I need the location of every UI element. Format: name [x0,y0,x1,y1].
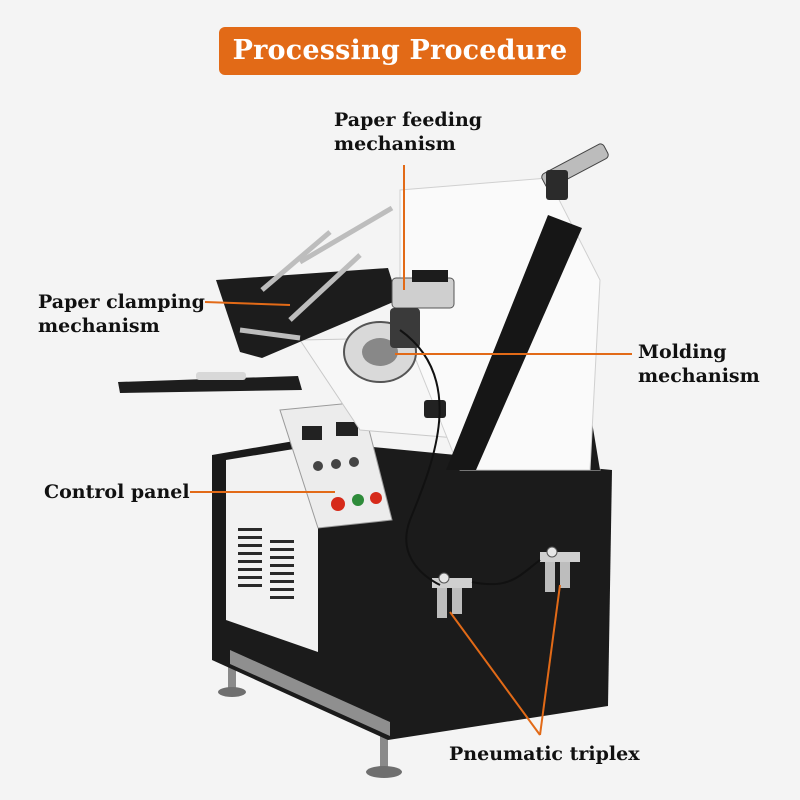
side-table [118,376,302,393]
diagonal-arm [446,215,582,470]
leg-left-front [228,650,236,690]
leader-pneumatic-right [539,584,561,736]
label-paper-clamping: Paper clamping mechanism [38,290,205,338]
triplex-left [432,572,472,618]
label-molding-line1: Molding [638,341,727,363]
triplex-right [540,546,580,592]
feeding-head [412,270,448,282]
label-paper-feeding: Paper feeding mechanism [334,108,482,156]
panel-knob-2 [331,459,341,469]
title-banner: Processing Procedure [219,27,581,75]
label-paper-feeding-line1: Paper feeding [334,109,483,131]
label-paper-clamping-line1: Paper clamping [38,291,205,313]
panel-knob-1 [313,461,323,471]
label-molding: Molding mechanism [638,340,760,388]
foot-center [366,766,402,778]
panel-button-reset [370,492,382,504]
molding-cylinder [390,308,420,348]
valve-block [424,400,446,418]
door-vents [238,528,294,599]
air-hose-2 [471,559,541,586]
molding-hub [362,338,398,366]
label-pneumatic-triplex: Pneumatic triplex [449,743,640,765]
sensor-mount [546,170,568,200]
base-rail [230,650,390,736]
clamping-tray [216,268,398,358]
air-hose-1 [399,329,441,586]
leader-lines [190,165,632,736]
panel-display-2 [336,422,358,436]
clamping-rails [239,205,394,341]
panel-display-1 [302,426,322,440]
panel-button-start [352,494,364,506]
label-molding-line2: mechanism [638,365,760,387]
leg-center [380,730,388,770]
feeding-block [391,277,455,309]
paper-stack [196,372,246,380]
label-control-panel: Control panel [44,481,190,503]
leader-clamping [204,301,291,306]
panel-button-stop [331,497,345,511]
label-paper-clamping-line2: mechanism [38,315,160,337]
panel-knob-3 [349,457,359,467]
label-paper-feeding-line2: mechanism [334,133,456,155]
leader-pneumatic-left [449,611,541,736]
foot-left-front [218,687,246,697]
